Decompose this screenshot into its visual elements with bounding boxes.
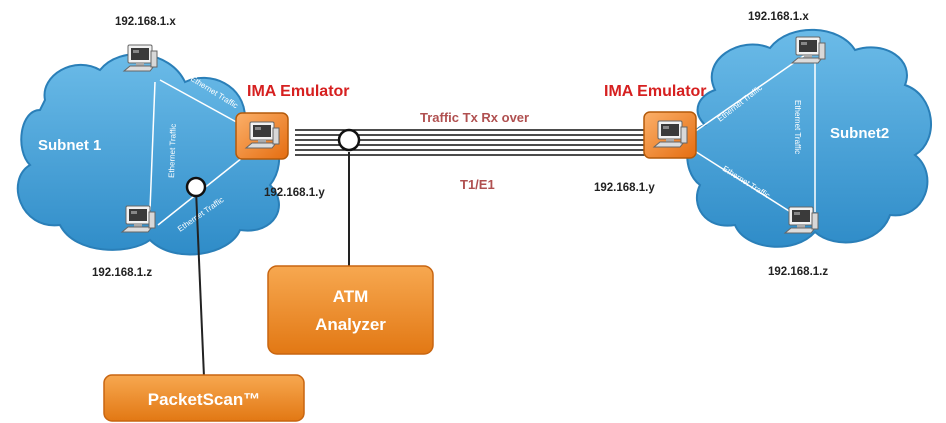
subnet-2-label: Subnet2 <box>830 125 889 142</box>
right-bottom-host-ip: 192.168.1.z <box>768 266 828 278</box>
left-ima-emulator[interactable] <box>235 112 289 160</box>
left-emulator-ip: 192.168.1.y <box>264 187 325 199</box>
right-bottom-host-icon <box>784 206 819 234</box>
analyzer-label-line2: Analyzer <box>315 315 386 334</box>
packetscan-tap-point <box>185 176 207 198</box>
atm-analyzer-box[interactable]: ATM Analyzer <box>267 265 434 355</box>
subnet-2-cloud <box>686 28 932 248</box>
right-top-host-ip: 192.168.1.x <box>748 11 809 23</box>
packetscan-tap-line <box>195 189 205 378</box>
left-top-host-ip: 192.168.1.x <box>115 16 176 28</box>
analyzer-tap-point <box>337 128 361 152</box>
left-top-host-icon <box>123 44 158 72</box>
subnet-2-links <box>689 54 816 219</box>
analyzer-label-line1: ATM <box>333 287 369 306</box>
left-link-label-mid: Ethernet Traffic <box>167 124 178 178</box>
trunk-label-bottom: T1/E1 <box>460 177 495 192</box>
right-link-label-mid: Ethernet Traffic <box>793 100 802 154</box>
right-ima-emulator[interactable] <box>643 111 697 159</box>
left-bottom-host-icon <box>121 205 156 233</box>
trunk-label-top: Traffic Tx Rx over <box>420 110 529 125</box>
right-emulator-ip: 192.168.1.y <box>594 182 655 194</box>
left-bottom-host-ip: 192.168.1.z <box>92 267 152 279</box>
packetscan-label: PacketScan™ <box>148 390 260 409</box>
left-emulator-title: IMA Emulator <box>247 83 350 100</box>
right-emulator-title: IMA Emulator <box>604 83 707 100</box>
packetscan-box[interactable]: PacketScan™ <box>103 374 305 422</box>
subnet-1-label: Subnet 1 <box>38 137 101 154</box>
right-top-host-icon <box>791 36 826 64</box>
